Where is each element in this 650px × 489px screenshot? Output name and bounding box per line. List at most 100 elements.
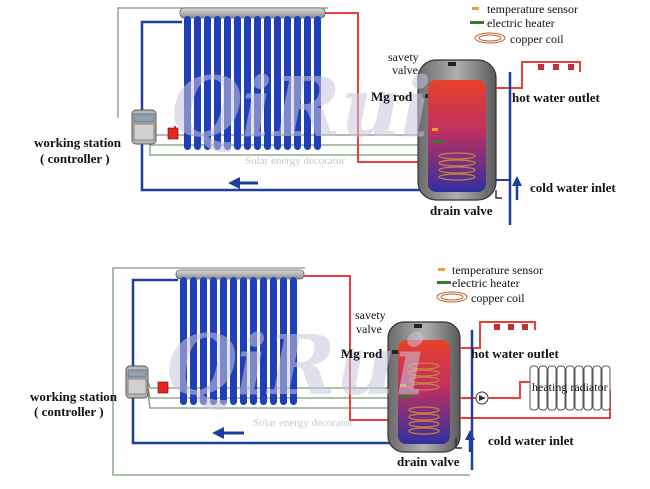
vacuum-tube <box>194 16 201 150</box>
heating-radiator-icon <box>529 365 611 411</box>
vacuum-tube <box>314 16 321 150</box>
vacuum-tube <box>200 277 207 405</box>
sensor-marker <box>432 128 438 131</box>
sensor-marker <box>400 384 406 387</box>
control-wire <box>147 381 400 389</box>
label-working-station: working station <box>30 389 118 404</box>
vacuum-tube <box>250 277 257 405</box>
control-wire <box>149 140 430 156</box>
vacuum-tube <box>214 16 221 150</box>
heater-marker <box>400 395 412 398</box>
safety-valve-marker <box>414 324 422 328</box>
legend-coil-icon <box>436 291 468 303</box>
cold-return-pipe <box>131 278 392 445</box>
label-safety-valve: savety <box>355 308 386 322</box>
vacuum-tube <box>280 277 287 405</box>
mg-rod-marker <box>422 94 428 98</box>
label-drain-valve: drain valve <box>430 203 493 218</box>
legend-electric-heater: electric heater <box>452 276 520 290</box>
vacuum-tube <box>304 16 311 150</box>
radiator-fin <box>592 365 602 411</box>
pump-icon <box>157 381 169 394</box>
radiator-fin <box>529 365 539 411</box>
vacuum-tube <box>294 16 301 150</box>
legend-copper-coil: copper coil <box>510 32 564 46</box>
vacuum-tube <box>184 16 191 150</box>
vacuum-tube <box>230 277 237 405</box>
legend-electric-heater: electric heater <box>487 16 555 30</box>
label-safety-valve-2: valve <box>356 322 382 336</box>
radiator-fin <box>556 365 566 411</box>
label-heating-radiator: heating radiator <box>532 380 608 394</box>
vacuum-tube <box>224 16 231 150</box>
radiator-fin <box>601 365 611 411</box>
legend-coil-icon <box>474 32 506 44</box>
heating-supply-pipe <box>488 381 530 399</box>
diagram-top <box>117 7 581 225</box>
safety-valve-marker <box>448 62 456 66</box>
label-working-station: working station <box>34 135 122 150</box>
vacuum-tube <box>180 277 187 405</box>
legend-copper-coil: copper coil <box>471 291 525 305</box>
vacuum-tube <box>204 16 211 150</box>
label-cold-water-inlet: cold water inlet <box>530 180 616 195</box>
cold-return-pipe <box>140 20 425 192</box>
radiator-fin <box>547 365 557 411</box>
hot-water-pipe <box>460 321 536 349</box>
collector-header <box>179 7 326 19</box>
tank-water <box>428 80 486 192</box>
label-safety-valve-2: valve <box>392 63 418 77</box>
vacuum-tube <box>210 277 217 405</box>
vacuum-tube <box>244 16 251 150</box>
flow-arrow-head <box>228 177 240 189</box>
drain-valve-icon <box>455 438 462 449</box>
vacuum-tube <box>254 16 261 150</box>
legend-heater-swatch <box>437 281 451 284</box>
hot-water-pipe <box>496 61 581 89</box>
legend-sensor-swatch <box>472 7 479 10</box>
control-wire <box>112 375 470 476</box>
label-safety-valve: savety <box>388 50 419 64</box>
legend-heater-swatch <box>470 21 484 24</box>
label-hot-water-outlet: hot water outlet <box>471 346 559 361</box>
hot-supply-pipe <box>320 12 440 163</box>
vacuum-tube <box>264 16 271 150</box>
vacuum-tube <box>260 277 267 405</box>
legend-temperature-sensor: temperature sensor <box>452 263 543 277</box>
pump-icon <box>167 127 179 140</box>
tap-icons <box>494 324 528 330</box>
legend-sensor-swatch <box>438 268 445 271</box>
label-mg-rod: Mg rod <box>371 89 413 104</box>
label-cold-water-inlet: cold water inlet <box>488 433 574 448</box>
copper-coil <box>438 152 476 181</box>
vacuum-tube <box>284 16 291 150</box>
control-wire <box>112 267 305 375</box>
heater-marker <box>432 140 444 143</box>
vacuum-tube <box>290 277 297 405</box>
radiator-fin <box>538 365 548 411</box>
label-hot-water-outlet: hot water outlet <box>512 90 600 105</box>
copper-coil <box>408 362 440 435</box>
vacuum-tubes <box>184 16 321 150</box>
vacuum-tube <box>234 16 241 150</box>
mg-rod-marker <box>392 350 398 354</box>
vacuum-tubes <box>180 277 297 405</box>
radiator-fin <box>574 365 584 411</box>
diagram-bottom <box>112 267 611 476</box>
label-mg-rod: Mg rod <box>341 346 383 361</box>
vacuum-tube <box>274 16 281 150</box>
control-wire <box>147 387 400 399</box>
vacuum-tube <box>270 277 277 405</box>
vacuum-tube <box>220 277 227 405</box>
radiator-fin <box>565 365 575 411</box>
tap-icons <box>538 64 574 70</box>
drain-valve-icon <box>495 190 502 199</box>
collector-header <box>175 269 305 280</box>
label-controller: ( controller ) <box>34 404 104 419</box>
control-wire <box>147 393 420 409</box>
label-drain-valve: drain valve <box>397 454 460 469</box>
label-controller: ( controller ) <box>40 151 110 166</box>
legend-temperature-sensor: temperature sensor <box>487 2 578 16</box>
radiator-fin <box>583 365 593 411</box>
